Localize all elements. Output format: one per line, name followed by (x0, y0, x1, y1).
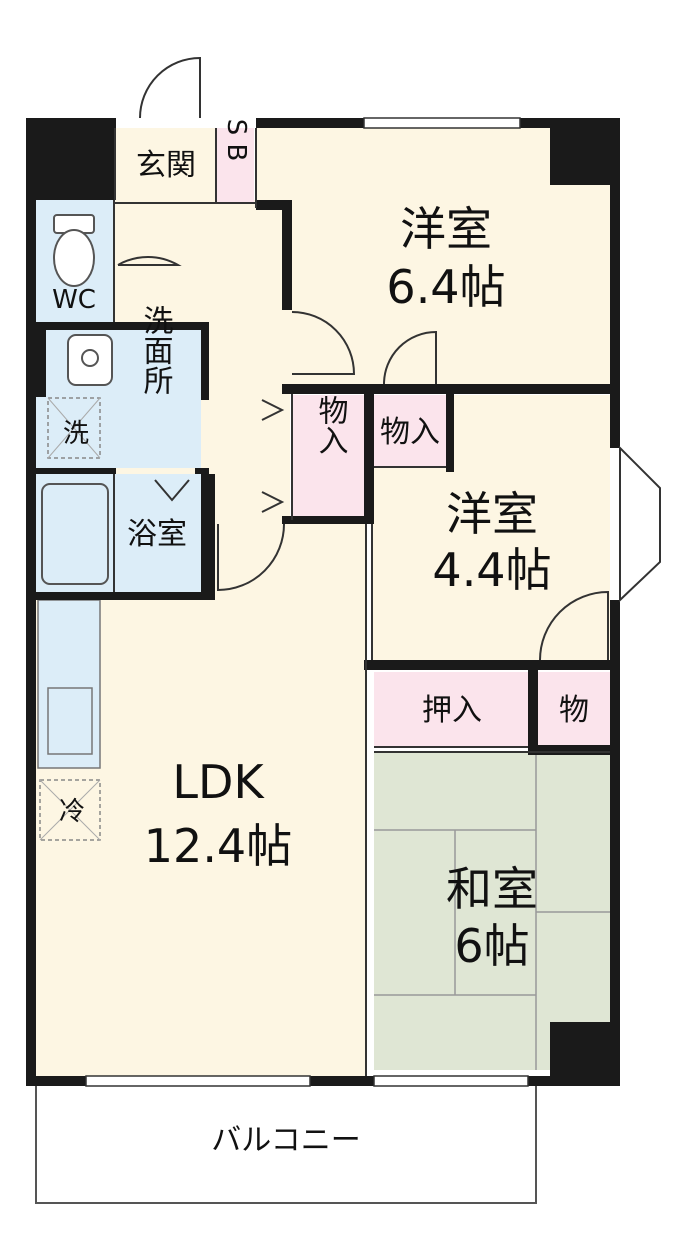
walls (26, 118, 620, 1086)
oshiire-floor (374, 672, 528, 747)
wc-label: WC (52, 285, 96, 315)
western1-size: 6.4帖 (386, 260, 505, 314)
closet-small-label: 物入 (380, 415, 440, 450)
balcony-area (35, 1079, 537, 1204)
bath-label: 浴室 (127, 517, 187, 552)
japanese-size: 6帖 (454, 919, 529, 973)
toilet-icon (53, 214, 95, 287)
bay-window (619, 445, 661, 603)
sink (47, 687, 93, 755)
western2-size: 4.4帖 (432, 543, 551, 597)
western1-floor (256, 128, 610, 384)
bathtub-icon (41, 483, 109, 585)
windows (85, 117, 529, 1087)
closet-v-floor (292, 395, 364, 520)
ldk-size: 12.4帖 (144, 819, 292, 873)
washer-space (47, 397, 101, 459)
oshiire-label: 押入 (422, 693, 482, 728)
sb-floor (216, 128, 254, 203)
ldk-name: LDK (172, 755, 265, 809)
doors (117, 56, 609, 661)
western1-name: 洋室 (400, 202, 492, 256)
closet-s-floor (374, 395, 446, 467)
entrance-label: 玄関 (136, 148, 196, 183)
mono-floor (537, 672, 610, 747)
washroom-floor (36, 330, 201, 468)
thin-walls (113, 128, 610, 1076)
sb-label: S B (221, 119, 251, 162)
entrance-floor (115, 128, 215, 203)
balcony-label: バルコニー (211, 1123, 360, 1158)
washbasin-icon (67, 334, 113, 386)
japanese-name: 和室 (446, 862, 538, 916)
washer-label: 洗 (63, 419, 89, 449)
fridge-space (39, 779, 101, 841)
washroom-label: 洗面所 (138, 305, 174, 395)
western2-name: 洋室 (446, 487, 538, 541)
tatami-lines (374, 752, 610, 1070)
closet-vertical-label: 物入 (313, 395, 349, 455)
fridge-label: 冷 (59, 797, 85, 827)
japanese-floor (374, 752, 610, 1070)
mono-label: 物 (559, 693, 589, 728)
